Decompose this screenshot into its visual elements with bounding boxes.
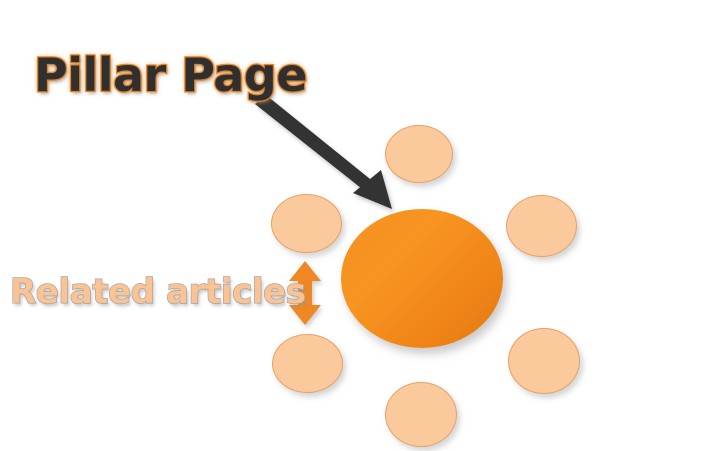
related-article-circle-upper-right xyxy=(506,195,577,257)
related-article-circle-bottom xyxy=(385,382,457,447)
related-article-circle-upper-left xyxy=(271,194,342,253)
pillar-page-circle xyxy=(341,209,503,348)
pillar-page-label: Pillar Page xyxy=(33,47,309,104)
related-articles-label: Related articles xyxy=(9,271,306,312)
related-article-circle-lower-left xyxy=(272,334,343,393)
related-article-circle-top xyxy=(385,125,453,183)
related-article-circle-lower-right xyxy=(508,328,580,394)
